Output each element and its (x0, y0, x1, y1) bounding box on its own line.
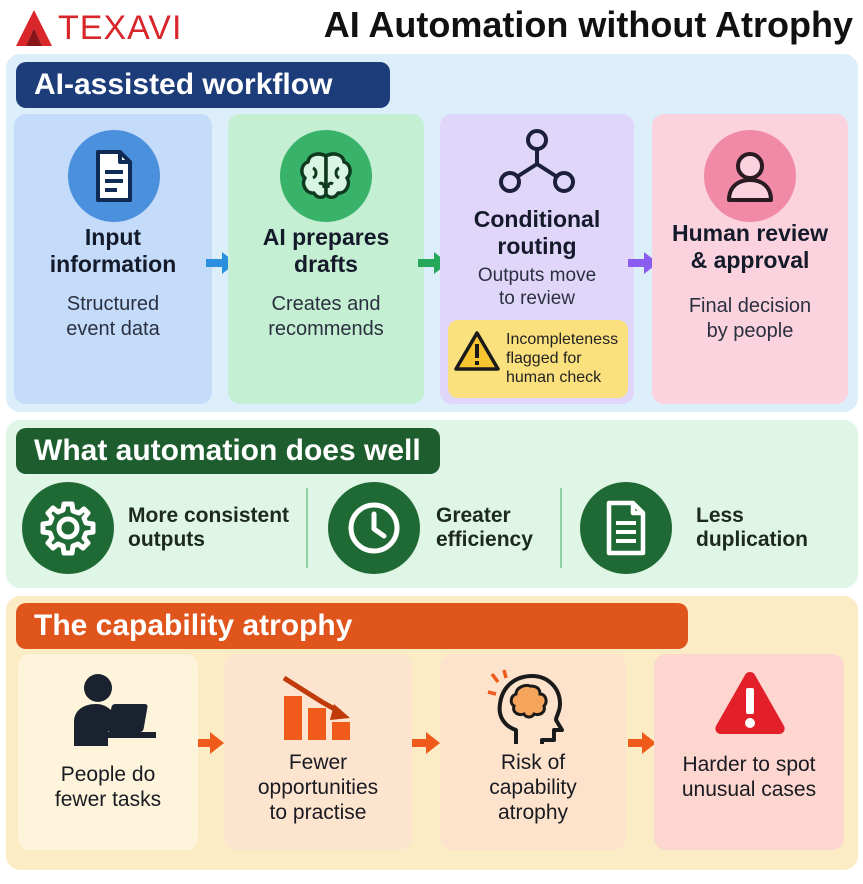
logo-text: TEXAVI (58, 8, 183, 47)
person-icon (704, 130, 796, 222)
atrophy-heading: The capability atrophy (16, 603, 688, 649)
arrow-right-icon (198, 732, 224, 754)
arrow-right-icon (628, 732, 656, 754)
atrophy-item-fewer-opportunities (224, 654, 412, 850)
brand-logo: TEXAVI (14, 8, 182, 48)
routing-icon (499, 129, 575, 193)
divider (560, 488, 562, 568)
arrow-right-icon (628, 252, 658, 274)
warning-icon (454, 331, 500, 371)
head-brain-icon (487, 669, 564, 744)
declining-chart-icon (282, 675, 350, 740)
brain-icon (280, 130, 372, 222)
workflow-heading: AI-assisted workflow (16, 62, 390, 108)
gear-icon (22, 482, 114, 574)
arrow-right-icon (412, 732, 440, 754)
alert-triangle-icon (715, 672, 785, 734)
page-title: AI Automation without Atrophy (323, 4, 853, 45)
logo-mark-icon (16, 10, 52, 46)
person-laptop-icon (74, 674, 156, 746)
clock-icon (328, 482, 420, 574)
strengths-heading: What automation does well (16, 428, 440, 474)
document-icon (68, 130, 160, 222)
divider (306, 488, 308, 568)
document-icon (580, 482, 672, 574)
step-title: Human review& approval (672, 220, 828, 273)
